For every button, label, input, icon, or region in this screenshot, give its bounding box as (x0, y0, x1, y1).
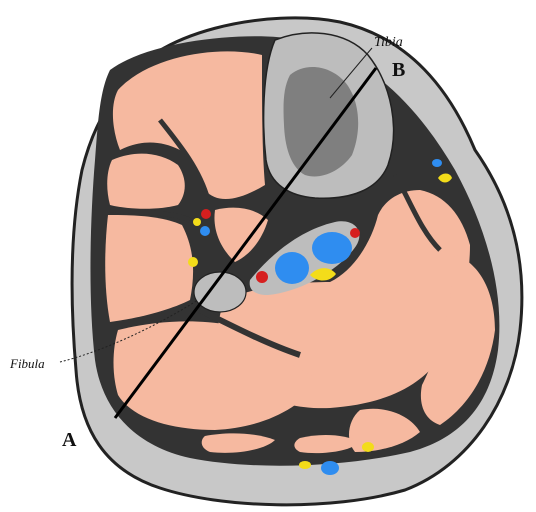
tibia-label: Tibia (374, 35, 403, 50)
posterior-tibial-artery (350, 228, 360, 238)
point-a-label: A (62, 429, 77, 451)
deep-peroneal-nerve (193, 218, 201, 226)
great-saphenous-vein (432, 159, 442, 167)
posterior-tibial-vein-small (275, 252, 309, 284)
muscle-extensor-upper (107, 154, 185, 209)
small-saphenous-vein (321, 461, 339, 475)
posterior-nerve-small (362, 442, 374, 452)
anterior-tibial-artery (201, 209, 211, 219)
fibula-label: Fibula (9, 356, 45, 371)
sural-nerve (299, 461, 311, 469)
point-b-label: B (392, 59, 405, 81)
anterior-tibial-vein (200, 226, 210, 236)
posterior-tibial-vein-large (312, 232, 352, 264)
superficial-peroneal-nerve (188, 257, 198, 267)
peroneal-artery (256, 271, 268, 283)
